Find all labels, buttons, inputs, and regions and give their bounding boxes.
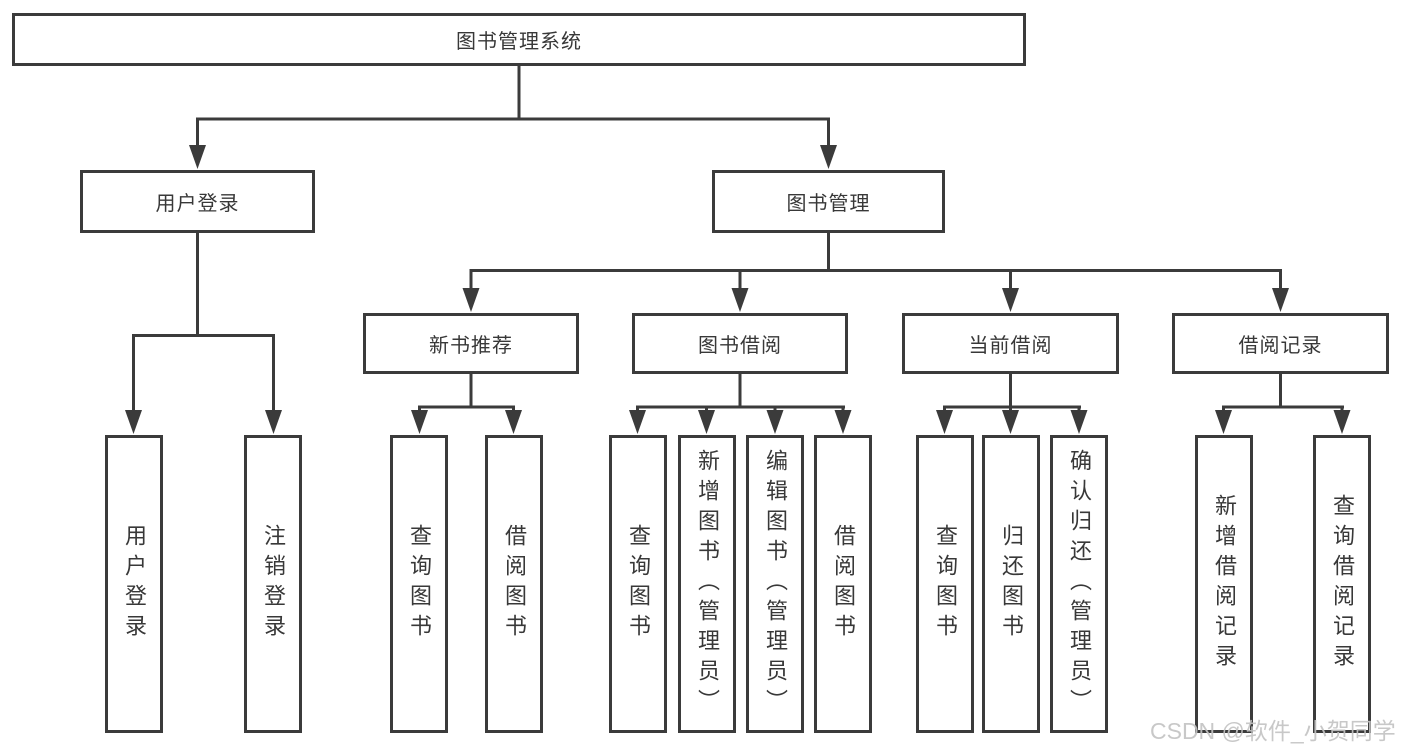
node-user-login: 用户登录 [80, 170, 315, 233]
node-leaf-add-book-admin: 新增图书（管理员） [678, 435, 736, 733]
node-leaf-borrow-books-recommend: 借阅图书 [485, 435, 543, 733]
node-leaf-user-login: 用户登录 [105, 435, 163, 733]
leaf-label: 借阅图书 [831, 524, 856, 644]
leaf-label: 查询图书 [626, 524, 651, 644]
node-leaf-query-borrow-record: 查询借阅记录 [1313, 435, 1371, 733]
leaf-label: 查询图书 [933, 524, 958, 644]
leaf-label: 新增借阅记录 [1212, 494, 1237, 674]
leaf-label: 查询图书 [407, 524, 432, 644]
node-leaf-confirm-return-admin: 确认归还（管理员） [1050, 435, 1108, 733]
node-current-borrow: 当前借阅 [902, 313, 1119, 374]
node-leaf-query-books-current: 查询图书 [916, 435, 974, 733]
node-leaf-borrow-books: 借阅图书 [814, 435, 872, 733]
node-leaf-edit-book-admin: 编辑图书（管理员） [746, 435, 804, 733]
node-leaf-query-books-borrow: 查询图书 [609, 435, 667, 733]
leaf-label: 编辑图书（管理员） [763, 449, 788, 719]
leaf-label: 注销登录 [261, 524, 286, 644]
node-leaf-return-book: 归还图书 [982, 435, 1040, 733]
node-new-book-recommend: 新书推荐 [363, 313, 579, 374]
leaf-label: 新增图书（管理员） [695, 449, 720, 719]
node-library-management-system: 图书管理系统 [12, 13, 1026, 66]
leaf-label: 查询借阅记录 [1330, 494, 1355, 674]
leaf-label: 确认归还（管理员） [1067, 449, 1092, 719]
node-leaf-query-books-recommend: 查询图书 [390, 435, 448, 733]
node-leaf-logout: 注销登录 [244, 435, 302, 733]
leaf-label: 用户登录 [122, 524, 147, 644]
leaf-label: 归还图书 [999, 524, 1024, 644]
node-leaf-add-borrow-record: 新增借阅记录 [1195, 435, 1253, 733]
node-borrow-records: 借阅记录 [1172, 313, 1389, 374]
node-book-management: 图书管理 [712, 170, 945, 233]
node-book-borrow: 图书借阅 [632, 313, 848, 374]
leaf-label: 借阅图书 [502, 524, 527, 644]
csdn-watermark: CSDN @软件_小贺同学 [1150, 718, 1396, 744]
